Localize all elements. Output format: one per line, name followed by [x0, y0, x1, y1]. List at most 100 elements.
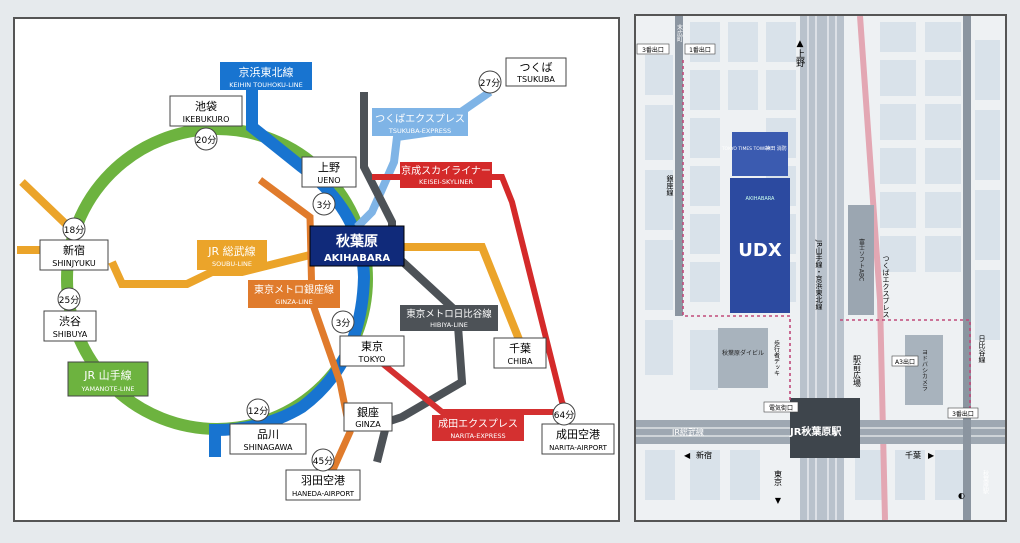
svg-text:SHINAGAWA: SHINAGAWA: [244, 443, 293, 452]
time-haneda: 45分: [311, 448, 335, 472]
station-ikebukuro[interactable]: 池袋 IKEBUKURO: [169, 95, 243, 127]
svg-text:千葉: 千葉: [509, 341, 531, 355]
udx-building[interactable]: [730, 178, 790, 313]
hibiya-subway-right: [963, 16, 971, 520]
svg-text:SHIBUYA: SHIBUYA: [53, 330, 88, 339]
compass-icon: ◐: [958, 491, 965, 500]
route-map-svg: 京浜東北線 KEIHIN TOUHOKU-LINE つくばエクスプレス TSUK…: [17, 57, 615, 501]
time-shinagawa: 12分: [246, 398, 270, 422]
svg-text:上野: 上野: [318, 161, 340, 174]
svg-text:25分: 25分: [59, 295, 79, 306]
svg-text:新宿: 新宿: [63, 243, 85, 257]
exit-3-right: 3番出口: [947, 407, 979, 419]
svg-text:NARITA-AIRPORT: NARITA-AIRPORT: [549, 444, 607, 452]
station-haneda[interactable]: 羽田空港 HANEDA-AIRPORT: [285, 469, 361, 501]
svg-text:YAMANOTE-LINE: YAMANOTE-LINE: [81, 385, 135, 393]
exit-1: 1番出口: [684, 43, 716, 55]
sobu-line: [19, 179, 526, 349]
svg-text:3番出口: 3番出口: [642, 46, 664, 54]
svg-text:TSUKUBA: TSUKUBA: [516, 75, 555, 84]
svg-text:羽田空港: 羽田空港: [301, 473, 345, 487]
svg-text:3分: 3分: [317, 200, 332, 211]
tsukuba-ex-label: つくばエクスプレス: [882, 255, 890, 318]
svg-text:成田エクスプレス: 成田エクスプレス: [438, 418, 518, 430]
time-shinjuku: 18分: [62, 217, 86, 241]
label-hibiya: 東京メトロ日比谷線 HIBIYA-LINE: [400, 305, 498, 331]
svg-text:IKEBUKURO: IKEBUKURO: [183, 115, 230, 124]
time-narita: 64分: [552, 402, 576, 426]
svg-text:GINZA: GINZA: [355, 420, 381, 429]
svg-text:A3出口: A3出口: [895, 358, 915, 366]
station-chiba[interactable]: 千葉 CHIBA: [493, 337, 547, 369]
station-tsukuba[interactable]: つくば TSUKUBA: [505, 57, 567, 87]
svg-text:64分: 64分: [554, 410, 574, 421]
fuji-soft-building[interactable]: [848, 205, 874, 315]
station-plaza-label: 駅前広場: [853, 355, 862, 388]
svg-text:SHINJYUKU: SHINJYUKU: [52, 259, 96, 268]
svg-text:3番出口: 3番出口: [952, 410, 974, 418]
arrow-right-icon: ▶: [928, 451, 935, 460]
time-shibuya: 25分: [57, 287, 81, 311]
yodobashi-building[interactable]: [905, 335, 943, 405]
ginza-subway-left: [675, 16, 683, 316]
walkway-label: 歩行者デッキ: [773, 339, 780, 376]
station-ueno[interactable]: 上野 UENO: [301, 156, 357, 188]
label-keisei: 京成スカイライナー KEISEI-SKYLINER: [400, 162, 492, 188]
station-ginza[interactable]: 銀座 GINZA: [343, 402, 393, 432]
station-tokyo[interactable]: 東京 TOKYO: [339, 335, 405, 367]
svg-text:TOKYO TIMES TOWER: TOKYO TIMES TOWER: [721, 146, 770, 152]
svg-text:UENO: UENO: [317, 176, 340, 185]
svg-text:富士ソフトABC: 富士ソフトABC: [858, 238, 865, 281]
svg-text:電気街口: 電気街口: [769, 404, 793, 412]
shinjuku-dir-label: 新宿: [696, 450, 712, 460]
akihabara-stn-label: 秋葉原駅: [982, 469, 989, 495]
station-shinagawa[interactable]: 品川 SHINAGAWA: [229, 423, 307, 455]
svg-text:UDX: UDX: [738, 240, 782, 261]
local-map-svg: AKIHABARA UDX TOKYO TIMES TOWER 神田 消防 富士…: [636, 16, 1005, 520]
hibiya-line-label: 日比谷線: [978, 335, 986, 363]
time-tsukuba: 27分: [478, 70, 502, 94]
arrow-down-icon: ▼: [775, 496, 782, 505]
svg-text:京成スカイライナー: 京成スカイライナー: [401, 164, 491, 177]
svg-text:東京メトロ銀座線: 東京メトロ銀座線: [254, 283, 334, 296]
suehirocho-label: 末広町: [676, 23, 683, 42]
svg-text:NARITA-EXPRESS: NARITA-EXPRESS: [450, 432, 505, 440]
svg-text:ヨドバシカメラ: ヨドバシカメラ: [921, 349, 928, 391]
label-ginza: 東京メトロ銀座線 GINZA-LINE: [248, 280, 340, 308]
svg-text:45分: 45分: [313, 456, 333, 467]
svg-text:成田空港: 成田空港: [556, 427, 600, 441]
narita-express-line: [360, 344, 562, 415]
station-shinjuku[interactable]: 新宿 SHINJYUKU: [39, 239, 109, 271]
tokyo-times-tower[interactable]: [732, 132, 788, 176]
time-ueno: 3分: [312, 192, 336, 216]
svg-text:つくば: つくば: [520, 61, 553, 74]
station-shibuya[interactable]: 渋谷 SHIBUYA: [43, 310, 97, 342]
label-sobu: JR 総武線 SOUBU-LINE: [197, 240, 267, 270]
svg-text:JR 山手線: JR 山手線: [83, 368, 131, 382]
label-keihin: 京浜東北線 KEIHIN TOUHOKU-LINE: [220, 62, 312, 90]
station-akihabara[interactable]: 秋葉原 AKIHABARA: [309, 225, 405, 267]
local-map-panel: AKIHABARA UDX TOKYO TIMES TOWER 神田 消防 富士…: [634, 14, 1007, 522]
label-narita-express: 成田エクスプレス NARITA-EXPRESS: [432, 415, 524, 441]
station-narita[interactable]: 成田空港 NARITA-AIRPORT: [541, 423, 615, 455]
svg-text:SOUBU-LINE: SOUBU-LINE: [212, 260, 252, 268]
svg-text:銀座: 銀座: [357, 405, 379, 419]
jr-line-label: JR山手線・京浜東北線: [815, 239, 823, 310]
svg-text:KEIHIN TOUHOKU-LINE: KEIHIN TOUHOKU-LINE: [229, 81, 303, 89]
svg-text:渋谷: 渋谷: [59, 315, 81, 328]
svg-text:KEISEI-SKYLINER: KEISEI-SKYLINER: [419, 178, 473, 186]
svg-text:京浜東北線: 京浜東北線: [239, 65, 294, 79]
svg-text:つくばエクスプレス: つくばエクスプレス: [375, 113, 465, 125]
tsukuba-express-track: [857, 16, 888, 520]
arrow-up-icon: ▲: [797, 39, 804, 49]
akiba-dive-building[interactable]: [718, 328, 768, 388]
svg-text:27分: 27分: [480, 78, 500, 89]
jr-sobu-label: JR総武線: [671, 427, 704, 437]
svg-text:池袋: 池袋: [195, 99, 217, 113]
route-map-panel: 京浜東北線 KEIHIN TOUHOKU-LINE つくばエクスプレス TSUK…: [13, 17, 620, 522]
a3-exit: A3出口: [891, 355, 919, 367]
svg-text:秋葉原ダイビル: 秋葉原ダイビル: [722, 349, 764, 357]
jr-akihabara-station-label: JR秋葉原駅: [789, 425, 842, 438]
svg-text:18分: 18分: [64, 225, 84, 236]
svg-text:秋葉原: 秋葉原: [336, 233, 378, 250]
